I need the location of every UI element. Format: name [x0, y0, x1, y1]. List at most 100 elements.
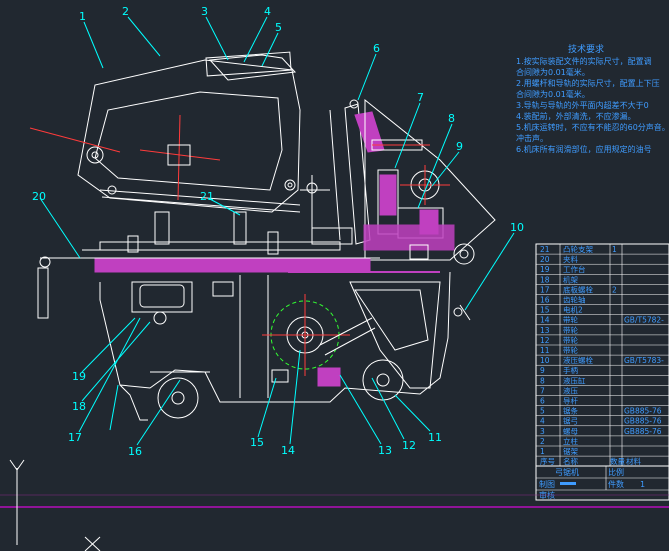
bom-cell-name: 带轮 [563, 315, 578, 325]
callout-5: 5 [275, 21, 282, 34]
callout-18: 18 [72, 400, 86, 413]
bom-cell-name: 机架 [563, 274, 578, 284]
callout-2: 2 [122, 5, 129, 18]
bom-cell-no: 2 [540, 437, 545, 446]
bom-cell-name: 底板螺栓 [563, 284, 593, 294]
bom-cell-name: 手柄 [563, 365, 578, 375]
callout-1: 1 [79, 10, 86, 23]
bom-cell-name: 液压缸 [563, 375, 586, 385]
machine-assembly [29, 51, 496, 421]
title-block-mark [560, 482, 576, 485]
guide-column [329, 99, 385, 245]
bom-cell-name: 导杆 [563, 396, 578, 406]
tech-line: 6.机床所有润滑部位，应用规定的油号 [516, 144, 652, 154]
saw-bow-frame [29, 51, 301, 213]
bom-cell-no: 3 [540, 427, 545, 436]
bom-cell-no: 9 [540, 366, 545, 375]
tech-line: 5.机床运转时，不应有不能忍的60分声音。 [516, 122, 669, 132]
bom-cell-no: 11 [540, 346, 550, 355]
tech-line: 4.装配前，外部清洗，不应渗漏。 [516, 111, 636, 121]
bom-cell-no: 12 [540, 336, 550, 345]
bom-cell-name: 带轮 [563, 325, 578, 335]
callout-4: 4 [264, 5, 271, 18]
bom-cell-no: 5 [540, 407, 545, 416]
bom-cell-std: GB/T5783- [624, 356, 664, 365]
callout-19: 19 [72, 370, 86, 383]
bom-cell-name: 带轮 [563, 345, 578, 355]
bom-cell-name: 液压 [563, 385, 578, 395]
bom-cell-no: 6 [540, 397, 545, 406]
bom-cell-no: 10 [540, 356, 550, 365]
callout-12: 12 [402, 439, 416, 452]
callout-15: 15 [250, 436, 264, 449]
tech-line: 1.按实际装配文件的实际尺寸，配置调 [516, 56, 652, 66]
title-block-count-label: 件数 [608, 479, 624, 489]
bom-cell-no: 1 [540, 447, 545, 456]
bom-cell-name: 锯条 [563, 406, 578, 416]
worktable [37, 175, 440, 319]
callout-13: 13 [378, 444, 392, 457]
bom-cell-std: GB885-76 [624, 427, 662, 436]
title-block-ratio-label: 比例 [608, 467, 624, 477]
ucs-axis-icon [9, 459, 101, 551]
bom-cell-std: GB885-76 [624, 407, 662, 416]
bom-header-qty: 数量 [610, 456, 625, 466]
bom-cell-no: 14 [540, 316, 550, 325]
bom-cell-name: 工作台 [563, 264, 586, 274]
bom-cell-no: 7 [540, 386, 545, 395]
callout-17: 17 [68, 431, 82, 444]
motor-pulley [262, 294, 376, 376]
base-body [99, 271, 471, 421]
callout-7: 7 [417, 91, 424, 104]
title-block-count-value: 1 [640, 480, 645, 489]
bom-cell-name: 夹料 [563, 254, 578, 264]
bom-cell-no: 13 [540, 326, 550, 335]
callout-21: 21 [200, 190, 214, 203]
tech-line: 2.用螺杆和导轨的实际尺寸，配置上下压 [516, 78, 660, 88]
tech-title: 技术要求 [568, 43, 604, 55]
bom-cell-name: 带轮 [563, 335, 578, 345]
bom-cell-name: 电机2 [563, 305, 583, 315]
tech-line: 冲击声。 [516, 133, 548, 143]
bom-cell-no: 8 [540, 376, 545, 385]
callout-14: 14 [281, 444, 295, 457]
callout-9: 9 [456, 140, 463, 153]
bom-cell-no: 15 [540, 306, 550, 315]
title-block-drawn-label: 制图 [539, 479, 555, 489]
bom-cell-no: 21 [540, 245, 550, 254]
bom-cell-std: GB885-76 [624, 417, 662, 426]
callout-20: 20 [32, 190, 46, 203]
bom-cell-name: 锯弓 [563, 416, 578, 426]
title-block-name: 弓锯机 [555, 467, 579, 477]
callout-labels: 1 2 3 4 5 6 7 8 9 10 11 12 13 14 15 16 1… [32, 5, 524, 458]
bom-cell-std: GB/T5782- [624, 316, 664, 325]
bom-header-material: 材料 [626, 456, 641, 466]
technical-requirements: 技术要求 1.按实际装配文件的实际尺寸，配置调 合间隙为0.01毫米。 2.用螺… [516, 43, 669, 154]
bom-cell-name: 齿轮轴 [563, 295, 586, 305]
bom-cell-no: 16 [540, 296, 550, 305]
bom-cell-no: 18 [540, 275, 550, 284]
bom-header-name: 名称 [563, 456, 578, 466]
callout-3: 3 [201, 5, 208, 18]
bom-cell-name: 凸轮支架 [563, 244, 593, 254]
callout-8: 8 [448, 112, 455, 125]
bom-cell-no: 4 [540, 417, 545, 426]
tech-line: 合间隙为0.01毫米。 [516, 89, 590, 99]
bom-cell-qty: 1 [612, 245, 617, 254]
callout-11: 11 [428, 431, 442, 444]
tech-line: 合间隙为0.01毫米。 [516, 67, 590, 77]
bom-header-no: 序号 [540, 456, 555, 466]
callout-16: 16 [128, 445, 142, 458]
bom-cell-name: 液压螺栓 [563, 355, 593, 365]
bom-cell-no: 17 [540, 285, 550, 294]
bom-cell-name: 锯架 [563, 446, 578, 456]
callout-6: 6 [373, 42, 380, 55]
bom-cell-qty: 2 [612, 285, 617, 294]
bom-cell-name: 螺母 [563, 426, 578, 436]
bom-cell-no: 19 [540, 265, 550, 274]
callout-leaders [39, 16, 515, 446]
title-block: 弓锯机 比例 件数 1 制图 审核 [535, 465, 669, 501]
